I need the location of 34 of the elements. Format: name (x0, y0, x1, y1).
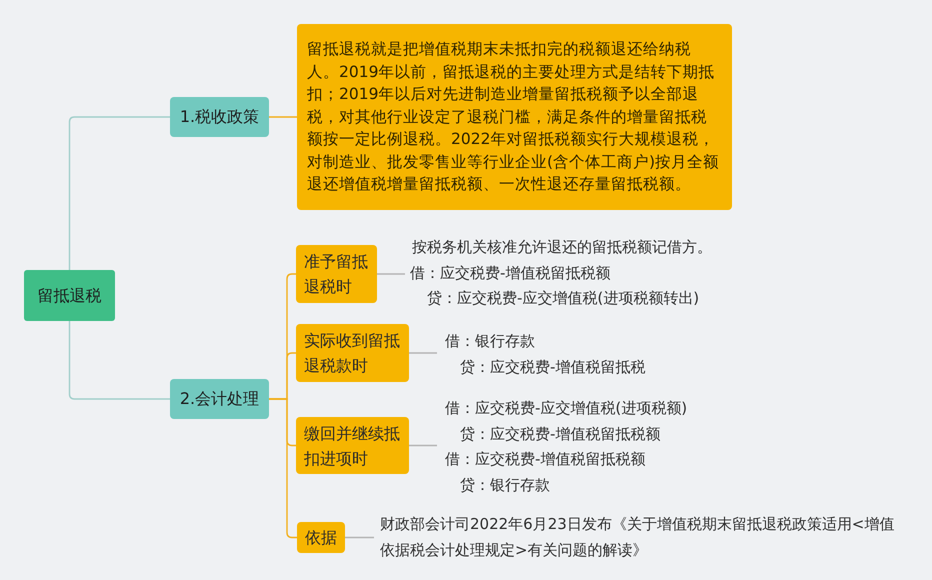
connector-line (345, 536, 374, 538)
source-note-text: 财政部会计司2022年6月23日发布《关于增值税期末留抵退税政策适用<增值依据税会计处理规定>有关问题的解读》 (380, 514, 896, 560)
subtopic-box (296, 324, 409, 382)
subtopic-label: 实际收到留抵退税款时 (304, 330, 401, 377)
subtopic-box (296, 417, 409, 474)
branch-label: 1.税收政策 (180, 107, 260, 127)
journal-entry-text: 贷：应交税费-增值税留抵税额 (460, 424, 662, 444)
topic-box (24, 270, 115, 321)
branch-label: 2.会计处理 (180, 389, 260, 409)
note-box (297, 24, 732, 210)
connector-line (409, 444, 437, 446)
subtopic-box (297, 522, 345, 553)
journal-entry-text: 借：银行存款 (445, 331, 536, 352)
journal-entry-text: 贷：应交税费-增值税留抵税 (460, 356, 646, 378)
journal-entry-text: 借：应交税费-增值税留抵税额 (410, 262, 612, 284)
journal-entry-text: 贷：应交税费-应交增值税(进项税额转出) (427, 288, 700, 309)
subtopic-label: 准予留抵退税时 (304, 251, 369, 298)
connector-line (68, 116, 170, 270)
connector-line (68, 321, 170, 400)
branch-box (170, 97, 269, 137)
subtopic-box (296, 245, 377, 303)
connector-line (409, 352, 437, 354)
connector-line (377, 273, 405, 275)
policy-paragraph: 留抵退税就是把增值税期末未抵扣完的税额退还给纳税人。2019年以前，留抵退税的主要处理方式是结转下期抵扣；2019年以后对先进制造业增量留抵税额予以全部退税，对其他行业设定了退税门槛，满足条件的增量留抵税额按一定比例退税。2022年对留抵税额实行大规模退税，对制造业、批发零售业等行业企业(含个体工商户)按月全额退还增值税增量留抵税额、一次性退还存量留抵税额。 (307, 38, 720, 196)
journal-entry-text: 借：应交税费-应交增值税(进项税额) (445, 398, 688, 419)
journal-entry-text: 贷：银行存款 (460, 474, 551, 496)
subtopic-label: 依据 (305, 527, 337, 549)
journal-entry-text: 按税务机关核准允许退还的留抵税额记借方。 (412, 237, 713, 258)
branch-box (170, 379, 269, 419)
topic-label: 留抵退税 (38, 286, 102, 306)
journal-entry-text: 借：应交税费-增值税留抵税额 (445, 449, 646, 470)
subtopic-label: 缴回并继续抵扣进项时 (304, 422, 401, 470)
connector-line (269, 116, 297, 118)
connector-line (269, 398, 297, 538)
